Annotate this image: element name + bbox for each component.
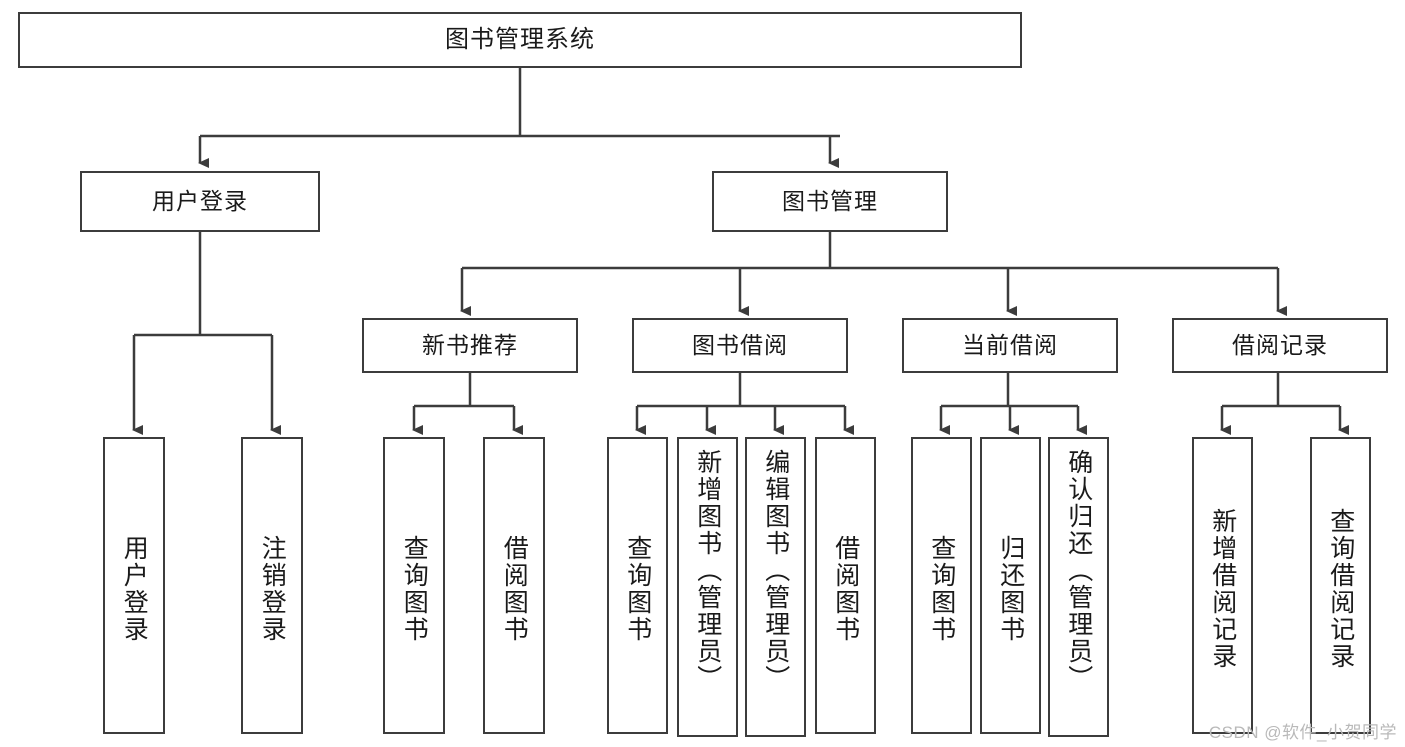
node-label: 查询图书 xyxy=(400,534,429,643)
leaf-new-book-query-book[interactable]: 查询图书 xyxy=(383,437,445,734)
node-label: 新增借阅记录 xyxy=(1208,507,1237,670)
leaf-text-wrap: 用户登录 xyxy=(105,445,163,732)
node-label: 归还图书 xyxy=(996,534,1025,643)
node-label: 图书管理 xyxy=(782,188,878,215)
node-user-login[interactable]: 用户登录 xyxy=(80,171,320,232)
leaf-text-wrap: 查询图书 xyxy=(609,445,666,732)
node-label: 用户登录 xyxy=(120,534,149,643)
node-label: 借阅记录 xyxy=(1232,332,1328,359)
leaf-new-book-borrow-book[interactable]: 借阅图书 xyxy=(483,437,545,734)
node-new-book-recommend[interactable]: 新书推荐 xyxy=(362,318,578,373)
leaf-text-wrap: 查询图书 xyxy=(913,445,970,732)
node-label: 查询图书 xyxy=(623,534,652,643)
leaf-text-wrap: 查询借阅记录 xyxy=(1312,445,1369,732)
node-label: 用户登录 xyxy=(152,188,248,215)
leaf-text-wrap: 新增图书（管理员） xyxy=(679,445,736,739)
leaf-text-wrap: 借阅图书 xyxy=(817,445,874,732)
leaf-text-wrap: 新增借阅记录 xyxy=(1194,445,1251,732)
node-label: 编辑图书（管理员） xyxy=(761,449,790,692)
leaf-current-borrow-confirm-return-admin[interactable]: 确认归还（管理员） xyxy=(1048,437,1109,737)
node-label: 图书借阅 xyxy=(692,332,788,359)
node-label: 新增图书（管理员） xyxy=(693,449,722,692)
watermark-text: CSDN @软件_小贺同学 xyxy=(1208,723,1397,742)
leaf-book-borrow-add-book-admin[interactable]: 新增图书（管理员） xyxy=(677,437,738,737)
leaf-text-wrap: 借阅图书 xyxy=(485,445,543,732)
leaf-user-login-login[interactable]: 用户登录 xyxy=(103,437,165,734)
node-label: 借阅图书 xyxy=(831,534,860,643)
leaf-user-login-logout[interactable]: 注销登录 xyxy=(241,437,303,734)
leaf-text-wrap: 确认归还（管理员） xyxy=(1050,445,1107,739)
leaf-book-borrow-edit-book-admin[interactable]: 编辑图书（管理员） xyxy=(745,437,806,737)
node-label: 当前借阅 xyxy=(962,332,1058,359)
leaf-text-wrap: 注销登录 xyxy=(243,445,301,732)
leaf-current-borrow-return-book[interactable]: 归还图书 xyxy=(980,437,1041,734)
node-borrow-record[interactable]: 借阅记录 xyxy=(1172,318,1388,373)
leaf-text-wrap: 归还图书 xyxy=(982,445,1039,732)
node-label: 查询借阅记录 xyxy=(1326,507,1355,670)
node-label: 新书推荐 xyxy=(422,332,518,359)
node-label: 图书管理系统 xyxy=(445,26,595,53)
node-label: 确认归还（管理员） xyxy=(1064,449,1093,692)
node-book-borrow[interactable]: 图书借阅 xyxy=(632,318,848,373)
leaf-text-wrap: 查询图书 xyxy=(385,445,443,732)
leaf-book-borrow-borrow-book[interactable]: 借阅图书 xyxy=(815,437,876,734)
leaf-book-borrow-query-book[interactable]: 查询图书 xyxy=(607,437,668,734)
leaf-current-borrow-query-book[interactable]: 查询图书 xyxy=(911,437,972,734)
leaf-borrow-record-add-record[interactable]: 新增借阅记录 xyxy=(1192,437,1253,734)
node-root-book-management-system[interactable]: 图书管理系统 xyxy=(18,12,1022,68)
node-label: 借阅图书 xyxy=(500,534,529,643)
node-label: 注销登录 xyxy=(258,534,287,643)
leaf-text-wrap: 编辑图书（管理员） xyxy=(747,445,804,739)
node-book-management[interactable]: 图书管理 xyxy=(712,171,948,232)
node-label: 查询图书 xyxy=(927,534,956,643)
node-current-borrow[interactable]: 当前借阅 xyxy=(902,318,1118,373)
leaf-borrow-record-query-record[interactable]: 查询借阅记录 xyxy=(1310,437,1371,734)
